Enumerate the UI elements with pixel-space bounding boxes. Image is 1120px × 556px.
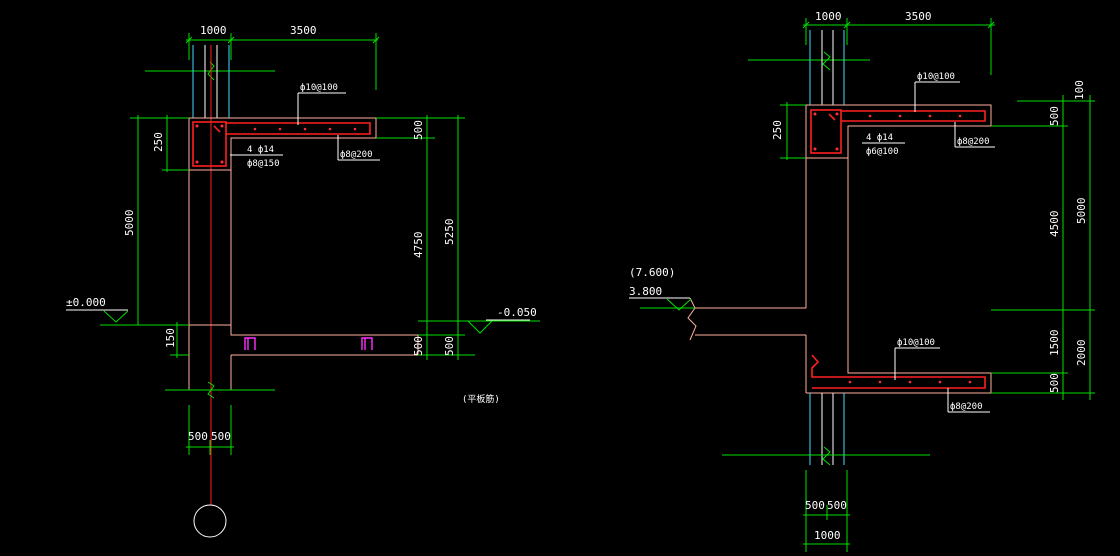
right-dim-bottom-500-a: 500 xyxy=(805,499,825,512)
right-elev-bottom: 3.800 xyxy=(629,285,662,298)
left-dim-150: 150 xyxy=(164,328,177,348)
right-rebar-top-label: ф10@100 xyxy=(917,72,955,82)
right-rebar-stirrup-label: ф6@100 xyxy=(866,147,899,157)
left-dim-5000: 5000 xyxy=(123,210,136,237)
left-axis-bubble xyxy=(193,504,227,538)
right-dim-4500: 4500 xyxy=(1048,211,1061,238)
left-dim-500-a: 500 xyxy=(412,120,425,140)
right-dim-500-top: 500 xyxy=(1048,106,1061,126)
right-rebar-4f14-label: 4 ф14 xyxy=(866,133,893,143)
right-beam-stirrup xyxy=(810,109,842,154)
right-dim-bottom-500-b: 500 xyxy=(827,499,847,512)
left-detail: 1000 3500 ф10@100 xyxy=(66,24,540,538)
right-dim-1000: 1000 xyxy=(815,10,842,23)
left-dim-3500: 3500 xyxy=(290,24,317,37)
right-rebar-slab-b-label: ф8@200 xyxy=(950,402,983,412)
right-dim-5000: 5000 xyxy=(1075,198,1088,225)
left-dim-1000: 1000 xyxy=(200,24,227,37)
left-dim-5250: 5250 xyxy=(443,219,456,246)
left-elev-0: ±0.000 xyxy=(66,296,106,309)
left-rebar-stirrup-label: ф8@150 xyxy=(247,159,280,169)
left-rebar-4f14-label: 4 ф14 xyxy=(247,145,274,155)
right-detail: 1000 3500 ф10@100 4 ф14 xyxy=(629,10,1095,552)
left-rebar-top-label: ф10@100 xyxy=(300,83,338,93)
right-dim-3500: 3500 xyxy=(905,10,932,23)
left-dim-bottom-500-a: 500 xyxy=(188,430,208,443)
left-hook-b xyxy=(361,337,373,350)
left-dim-bottom-500-b: 500 xyxy=(211,430,231,443)
left-elev-minus: -0.050 xyxy=(497,306,537,319)
right-dim-1500: 1500 xyxy=(1048,330,1061,357)
left-rebar-mid-label: ф8@200 xyxy=(340,150,373,160)
right-slab-rebar xyxy=(841,110,986,122)
left-dim-500-b: 500 xyxy=(412,336,425,356)
right-bottom-slab-rebar xyxy=(811,354,986,389)
left-dim-4750: 4750 xyxy=(412,232,425,259)
left-note: (平板筋) xyxy=(462,393,500,405)
right-rebar-mid-label: ф8@200 xyxy=(957,137,990,147)
left-dim-500-c: 500 xyxy=(443,336,456,356)
left-beam-stirrup xyxy=(192,121,227,167)
right-elev-top: (7.600) xyxy=(629,266,675,279)
right-dim-500-bot: 500 xyxy=(1048,373,1061,393)
left-dim-250: 250 xyxy=(152,132,165,152)
right-dim-2000: 2000 xyxy=(1075,340,1088,367)
left-hook-a xyxy=(244,337,256,350)
right-dim-250: 250 xyxy=(771,120,784,140)
right-rebar-slab-label: ф10@100 xyxy=(897,338,935,348)
right-dim-bottom-1000: 1000 xyxy=(814,529,841,542)
right-dim-100: 100 xyxy=(1073,80,1086,100)
